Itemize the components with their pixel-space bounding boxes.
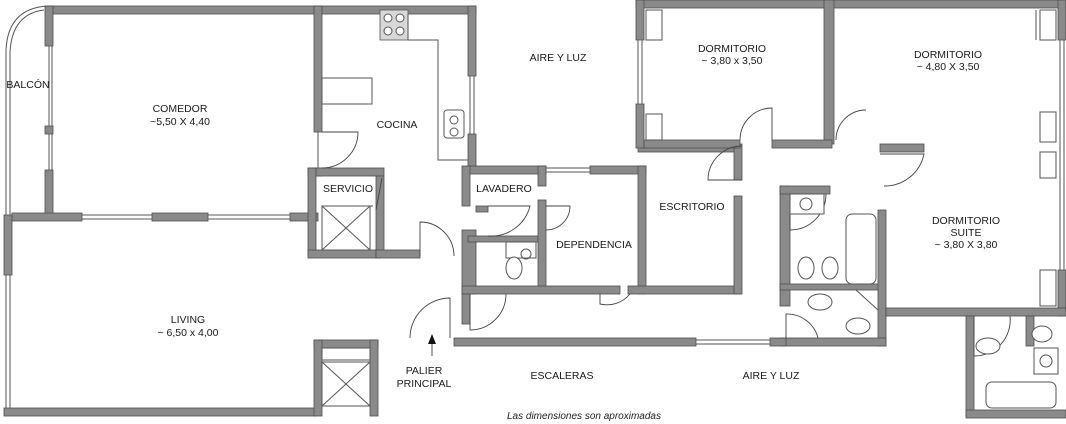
escaleras-label: ESCALERAS <box>530 370 593 382</box>
living-size: ~ 6,50 x 4,00 <box>157 327 218 339</box>
escritorio-label: ESCRITORIO <box>659 201 724 213</box>
palier-label-2: PRINCIPAL <box>397 378 452 390</box>
suite-label: DORMITORIO <box>932 215 1000 227</box>
servicio-label: SERVICIO <box>323 183 373 195</box>
comedor-label: COMEDOR <box>153 103 208 115</box>
stove-icon <box>379 9 409 41</box>
comedor-size: ~5,50 X 4,40 <box>150 116 210 128</box>
cocina-label: COCINA <box>377 119 418 131</box>
dependencia-label: DEPENDENCIA <box>556 239 632 251</box>
dormitorio2-size: ~ 4,80 X 3,50 <box>917 61 980 73</box>
aire-luz-bottom-label: AIRE Y LUZ <box>743 370 800 382</box>
dormitorio1-label: DORMITORIO <box>698 43 766 55</box>
windows <box>44 9 1057 307</box>
dormitorio1-size: ~ 3,80 x 3,50 <box>701 55 762 67</box>
suite-size: ~ 3,80 X 3,80 <box>935 239 998 251</box>
suite-label-2: SUITE <box>951 227 982 239</box>
fixtures <box>321 9 1059 409</box>
lavadero-label: LAVADERO <box>476 183 532 195</box>
dormitorio2-label: DORMITORIO <box>914 49 982 61</box>
entry-arrow-icon <box>428 334 436 344</box>
aire-luz-top-label: AIRE Y LUZ <box>530 52 587 64</box>
bathtub-icon <box>985 381 1057 409</box>
palier-label: PALIER <box>406 365 443 377</box>
walls <box>3 0 1066 419</box>
toilet-icon <box>975 337 1001 355</box>
toilet-icon <box>505 256 523 280</box>
sink-icon <box>789 193 825 215</box>
balcon-label: BALCÓN <box>6 78 49 91</box>
labels: BALCÓN COMEDOR ~5,50 X 4,40 COCINA SERVI… <box>6 43 1000 422</box>
footnote: Las dimensiones son aproximadas <box>507 411 661 422</box>
bathtub-icon <box>845 213 877 285</box>
living-label: LIVING <box>171 314 205 326</box>
